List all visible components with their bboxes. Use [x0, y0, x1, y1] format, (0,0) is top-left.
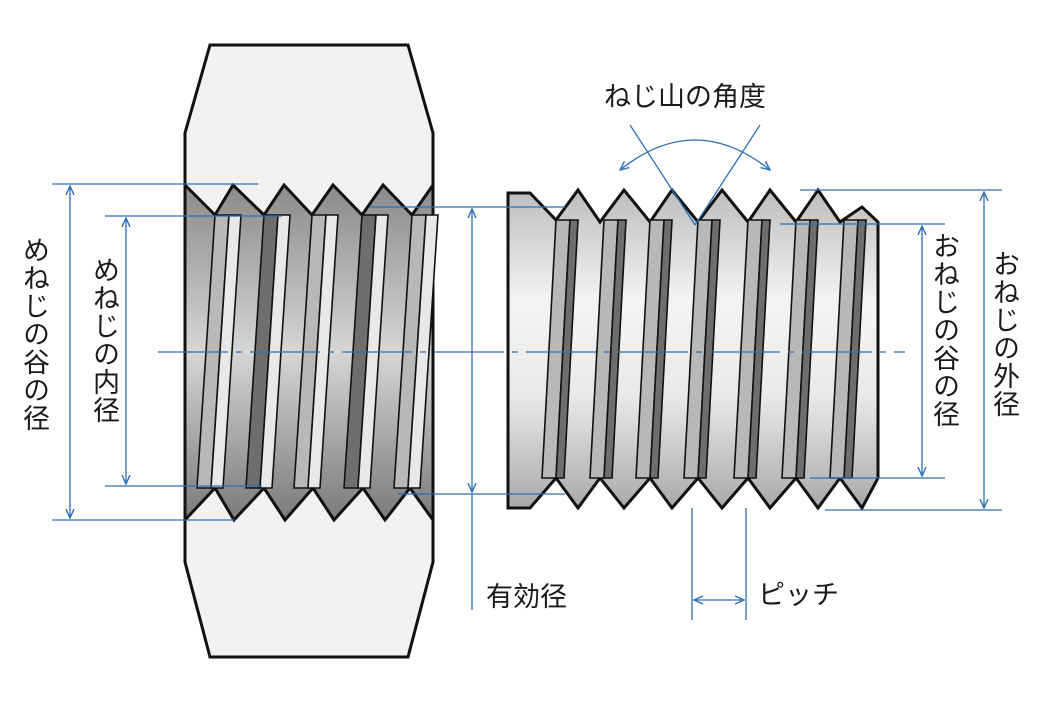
label-internal-root-diameter: めねじの谷の径 [18, 236, 49, 432]
label-external-major-diameter: おねじの外径 [988, 250, 1019, 418]
bolt-flank-shadow [649, 219, 673, 479]
bolt-thread-flanks [541, 219, 867, 479]
dim-internal-minor-diameter [105, 215, 282, 487]
label-pitch: ピッチ [758, 580, 839, 611]
label-thread-angle: ねじ山の角度 [604, 82, 766, 113]
nut-flank-highlight [307, 214, 339, 489]
bolt-flank-shadow [555, 219, 579, 479]
nut [183, 43, 439, 659]
dim-thread-angle [620, 124, 770, 226]
bolt [506, 187, 880, 511]
dim-pitch [691, 508, 747, 620]
dim-internal-root-diameter [52, 183, 258, 521]
dim-external-root-diameter [780, 223, 945, 479]
bolt-flank-shadow [795, 219, 819, 479]
dim-pitch-diameter [370, 206, 565, 610]
bolt-flank-shadow [697, 219, 721, 479]
label-internal-minor-diameter: めねじの内径 [88, 256, 119, 424]
bolt-flank-shadow [603, 219, 627, 479]
label-external-root-diameter: おねじの谷の径 [928, 232, 959, 428]
dim-external-major-diameter [800, 189, 1002, 511]
label-pitch-diameter: 有効径 [486, 582, 567, 613]
bolt-flank-shadow [747, 219, 771, 479]
